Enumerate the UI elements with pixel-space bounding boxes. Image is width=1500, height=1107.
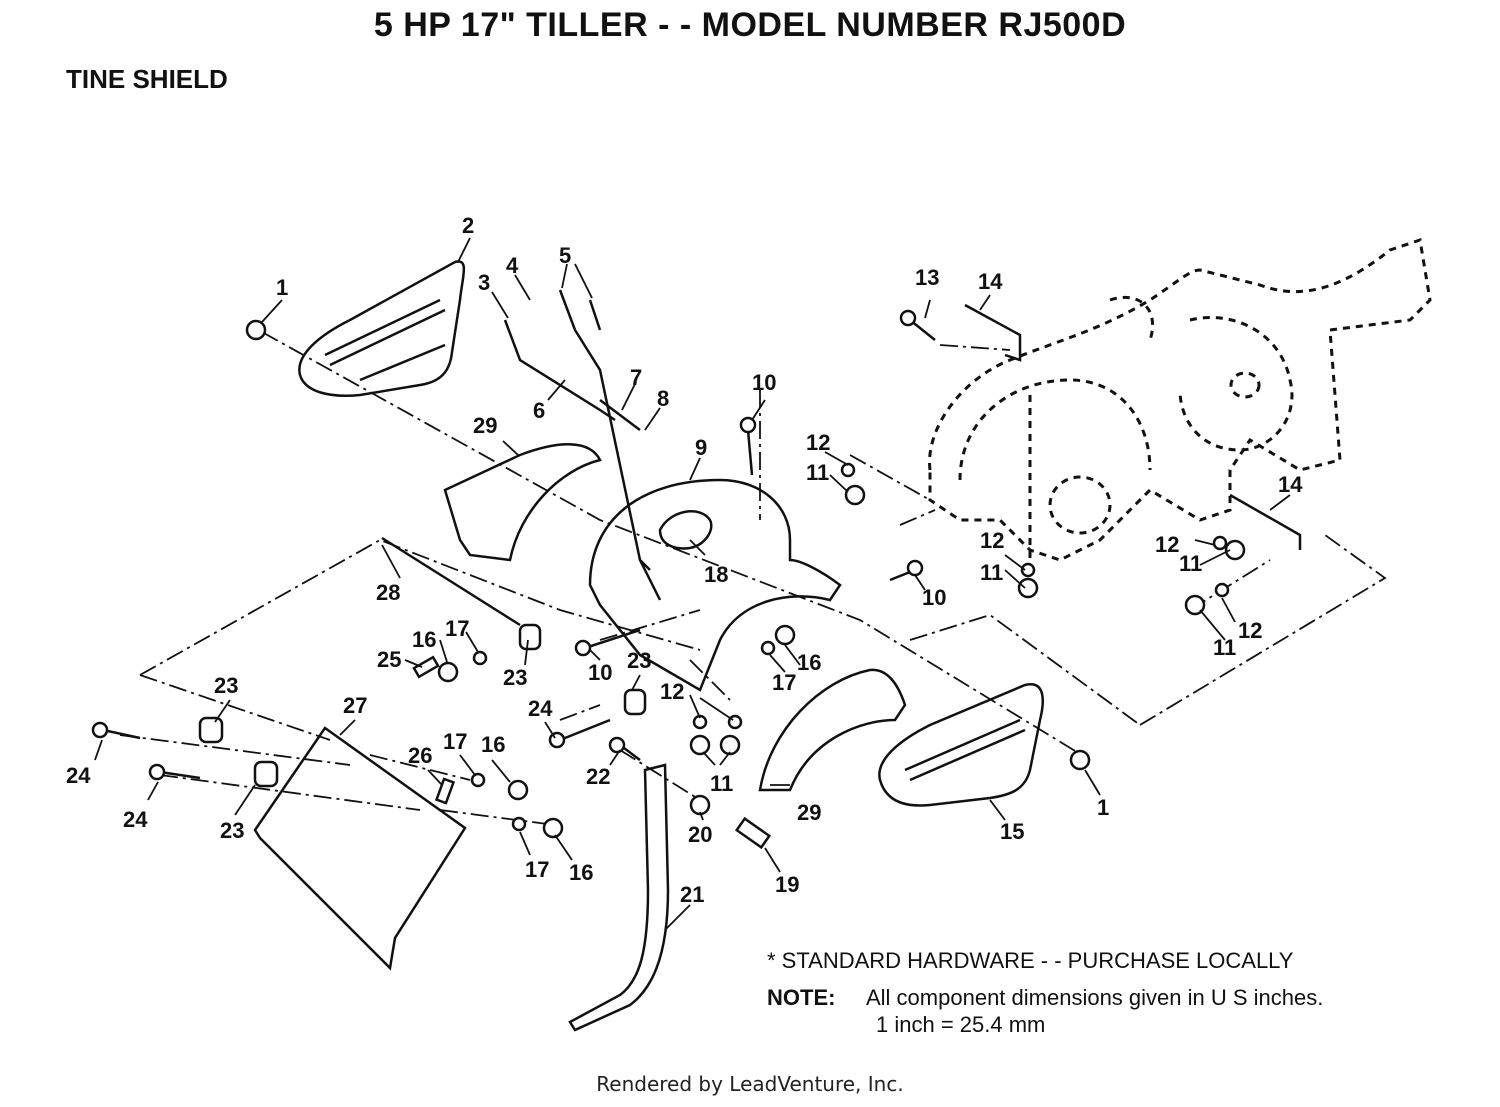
part-27-flap [253, 726, 467, 971]
callout-29: 29 [473, 413, 497, 438]
callout-18: 18 [704, 562, 728, 587]
callout-3: 3 [478, 270, 490, 295]
callout-5: 5 [559, 243, 571, 268]
callout-9: 9 [695, 435, 707, 460]
callout-1: 1 [1097, 795, 1109, 820]
callout-2: 2 [462, 213, 474, 238]
section-title: TINE SHIELD [66, 64, 228, 94]
leader-lines [94, 237, 1291, 931]
callout-17: 17 [525, 857, 549, 882]
hardware [91, 309, 1246, 850]
callout-12: 12 [806, 430, 830, 455]
construction-lines [119, 331, 1387, 826]
callout-21: 21 [680, 882, 704, 907]
part-29-end-shield-left [443, 443, 602, 562]
part-15-right-side-plate [878, 683, 1044, 807]
callout-16: 16 [797, 650, 821, 675]
conversion-note: 1 inch = 25.4 mm [876, 1012, 1046, 1037]
callout-16: 16 [569, 860, 593, 885]
callout-17: 17 [772, 670, 796, 695]
part-9-main-tine-shield [588, 478, 842, 692]
callout-15: 15 [1000, 819, 1024, 844]
callout-12: 12 [660, 679, 684, 704]
callout-24: 24 [528, 696, 553, 721]
part-28-rod [381, 536, 521, 627]
callout-11: 11 [710, 771, 733, 796]
callout-17: 17 [445, 616, 469, 641]
callout-29: 29 [797, 800, 821, 825]
callout-13: 13 [915, 265, 939, 290]
callout-27: 27 [343, 693, 367, 718]
callout-12: 12 [1238, 618, 1262, 643]
callout-11: 11 [1179, 551, 1202, 576]
part-21-depth-bar [568, 763, 670, 1032]
callout-16: 16 [481, 732, 505, 757]
callout-labels: 1 1 2 3 4 5 6 7 8 9 10 10 10 11 11 11 11… [66, 213, 1303, 907]
diagram-title: 5 HP 17" TILLER - - MODEL NUMBER RJ500D [373, 6, 1127, 44]
callout-17: 17 [443, 729, 467, 754]
callout-4: 4 [506, 253, 519, 278]
callout-23: 23 [503, 665, 527, 690]
part-14-brackets [964, 303, 1302, 550]
callout-19: 19 [775, 872, 799, 897]
callout-1: 1 [276, 275, 288, 300]
callout-16: 16 [412, 627, 436, 652]
part-2-left-side-plate [298, 260, 466, 397]
callout-10: 10 [588, 660, 612, 685]
callout-11: 11 [1213, 635, 1236, 660]
callout-24: 24 [66, 763, 91, 788]
note-label: NOTE: [767, 985, 836, 1010]
footer-credit: Rendered by LeadVenture, Inc. [596, 1072, 904, 1096]
callout-23: 23 [214, 673, 238, 698]
part-29-end-shield-right [758, 668, 907, 792]
callout-28: 28 [376, 580, 400, 605]
callout-25: 25 [377, 647, 401, 672]
note-text: All component dimensions given in U S in… [866, 985, 1324, 1010]
callout-11: 11 [806, 460, 829, 485]
callout-22: 22 [586, 764, 610, 789]
callout-14: 14 [978, 269, 1003, 294]
callout-12: 12 [980, 528, 1004, 553]
callout-20: 20 [688, 822, 712, 847]
callout-10: 10 [922, 585, 946, 610]
callout-14: 14 [1278, 472, 1303, 497]
callout-11: 11 [980, 560, 1003, 585]
callout-23: 23 [627, 648, 651, 673]
engine-outline [928, 238, 1432, 562]
callout-7: 7 [630, 365, 642, 390]
callout-12: 12 [1155, 532, 1179, 557]
standard-hardware-note: * STANDARD HARDWARE - - PURCHASE LOCALLY [767, 948, 1294, 973]
callout-26: 26 [408, 743, 432, 768]
callout-6: 6 [533, 398, 545, 423]
callout-24: 24 [123, 807, 148, 832]
callout-8: 8 [657, 386, 669, 411]
callout-23: 23 [220, 818, 244, 843]
callout-10: 10 [752, 370, 776, 395]
